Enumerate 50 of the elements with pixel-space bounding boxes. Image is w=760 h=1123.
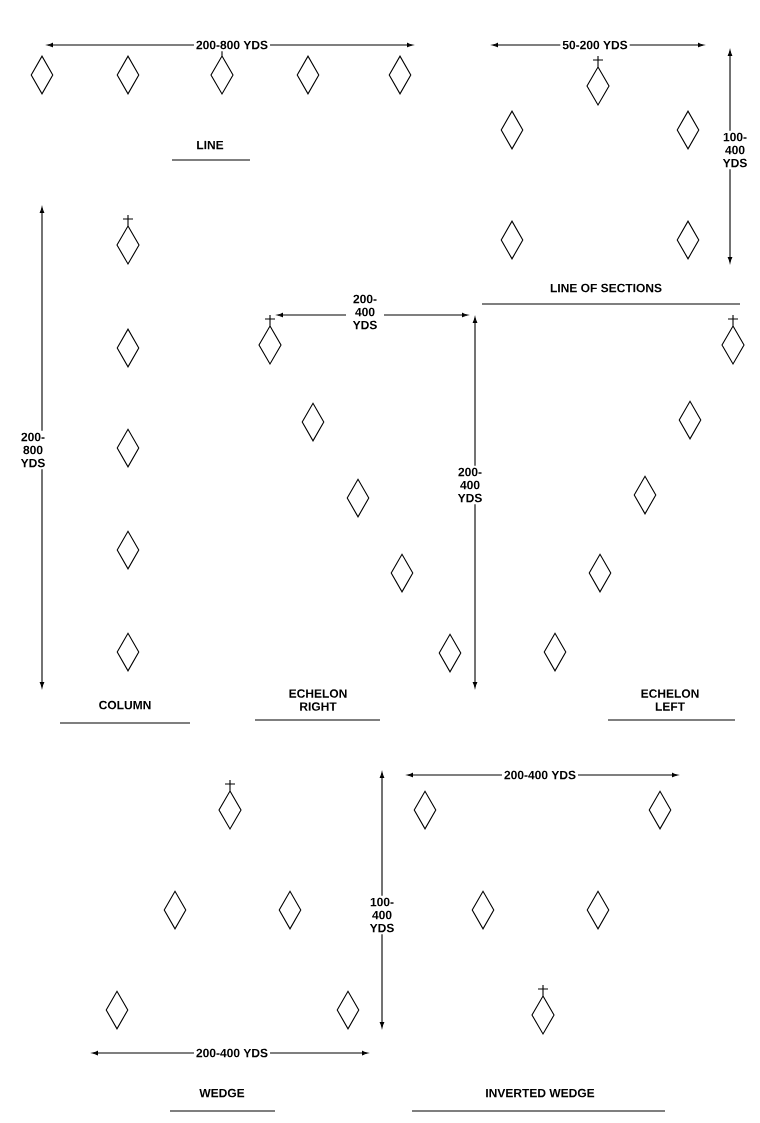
leader-diamond <box>116 214 140 266</box>
dimension-label: 200- 400 YDS <box>346 292 384 332</box>
formation-label: WEDGE <box>199 1088 245 1098</box>
vehicle-diamond <box>116 428 140 468</box>
vehicle-diamond <box>390 553 414 593</box>
vehicle-diamond <box>116 530 140 570</box>
vehicle-diamond <box>163 890 187 930</box>
dimension-label: 200- 400 YDS <box>451 465 489 505</box>
vehicle-diamond <box>296 55 320 95</box>
formation-label: INVERTED WEDGE <box>486 1088 595 1098</box>
leader-diamond <box>721 314 745 366</box>
dimension-label: 200-800 YDS <box>194 38 271 52</box>
vehicle-diamond <box>346 478 370 518</box>
formation-label: ECHELON RIGHT <box>289 689 347 711</box>
dimension-label: 200-400 YDS <box>502 768 579 782</box>
vehicle-diamond <box>116 632 140 672</box>
dimension-label: 100- 400 YDS <box>363 895 401 935</box>
vehicle-diamond <box>278 890 302 930</box>
formation-label: LINE <box>197 140 224 150</box>
leader-diamond <box>586 55 610 107</box>
vehicle-diamond <box>678 400 702 440</box>
vehicle-diamond <box>500 110 524 150</box>
vehicle-diamond <box>116 55 140 95</box>
vehicle-diamond <box>500 220 524 260</box>
dimension-label: 100- 400 YDS <box>716 130 754 170</box>
vehicle-diamond <box>676 110 700 150</box>
vehicle-diamond <box>588 553 612 593</box>
leader-diamond <box>258 314 282 366</box>
vehicle-diamond <box>30 55 54 95</box>
dimension-label: 200- 800 YDS <box>14 430 52 470</box>
vehicle-diamond <box>438 633 462 673</box>
vehicle-diamond <box>105 990 129 1030</box>
formation-label: COLUMN <box>99 700 151 710</box>
formation-label: LINE OF SECTIONS <box>550 283 662 293</box>
formation-label: ECHELON LEFT <box>641 689 699 711</box>
leader-diamond <box>531 984 555 1036</box>
vehicle-diamond <box>413 790 437 830</box>
dimension-label: 200-400 YDS <box>194 1046 271 1060</box>
vehicle-diamond <box>336 990 360 1030</box>
vehicle-diamond <box>633 475 657 515</box>
vehicle-diamond <box>543 632 567 672</box>
vehicle-diamond <box>471 890 495 930</box>
leader-diamond <box>218 779 242 831</box>
dimension-label: 50-200 YDS <box>560 38 630 52</box>
vehicle-diamond <box>586 890 610 930</box>
vehicle-diamond <box>388 55 412 95</box>
vehicle-diamond <box>116 328 140 368</box>
vehicle-diamond <box>676 220 700 260</box>
vehicle-diamond <box>648 790 672 830</box>
vehicle-diamond <box>301 402 325 442</box>
